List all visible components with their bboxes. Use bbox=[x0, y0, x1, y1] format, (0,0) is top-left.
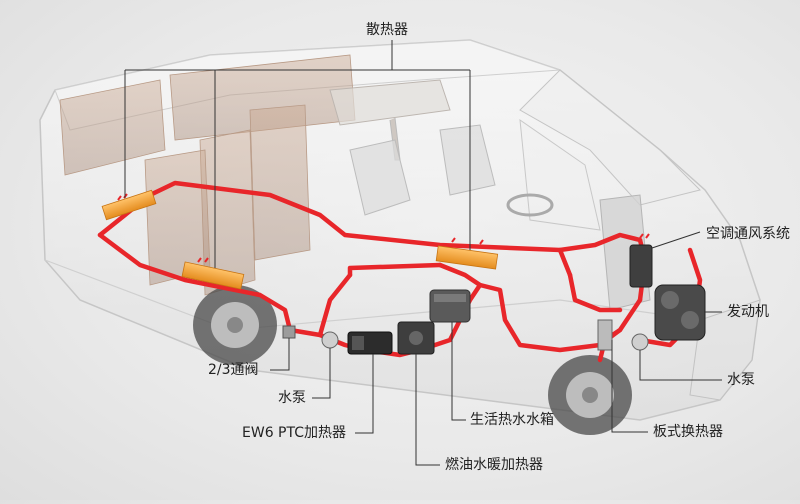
engine bbox=[654, 284, 706, 341]
label-hot-water-tank: 生活热水水箱 bbox=[470, 412, 554, 428]
components bbox=[282, 233, 706, 355]
label-hvac-system: 空调通风系统 bbox=[706, 226, 790, 242]
hot-water-tank bbox=[429, 289, 471, 323]
two-three-valve bbox=[282, 325, 296, 339]
plate-heat-exchanger bbox=[597, 319, 613, 351]
radiator-middle bbox=[435, 237, 499, 270]
label-plate-heat-exchanger: 板式换热器 bbox=[653, 424, 723, 440]
ptc-heater bbox=[347, 331, 393, 355]
water-pump-left bbox=[321, 331, 339, 349]
hvac-unit bbox=[629, 233, 653, 288]
label-engine: 发动机 bbox=[727, 304, 769, 320]
label-fuel-heater: 燃油水暖加热器 bbox=[445, 457, 543, 473]
radiator-rear-lower bbox=[181, 257, 245, 290]
interior-furniture bbox=[59, 54, 651, 311]
front-wheel bbox=[548, 355, 632, 435]
label-ptc-heater: EW6 PTC加热器 bbox=[242, 425, 346, 441]
label-water-pump-left: 水泵 bbox=[278, 390, 306, 406]
label-water-pump-right: 水泵 bbox=[727, 372, 755, 388]
label-valve: 2/3通阀 bbox=[208, 362, 259, 378]
label-radiator: 散热器 bbox=[366, 22, 408, 38]
water-pump-right bbox=[631, 333, 649, 351]
wheels bbox=[193, 285, 632, 435]
rear-wheel bbox=[193, 285, 277, 365]
fuel-heater bbox=[397, 321, 435, 355]
radiators bbox=[101, 189, 499, 290]
leader-lines bbox=[124, 40, 722, 466]
